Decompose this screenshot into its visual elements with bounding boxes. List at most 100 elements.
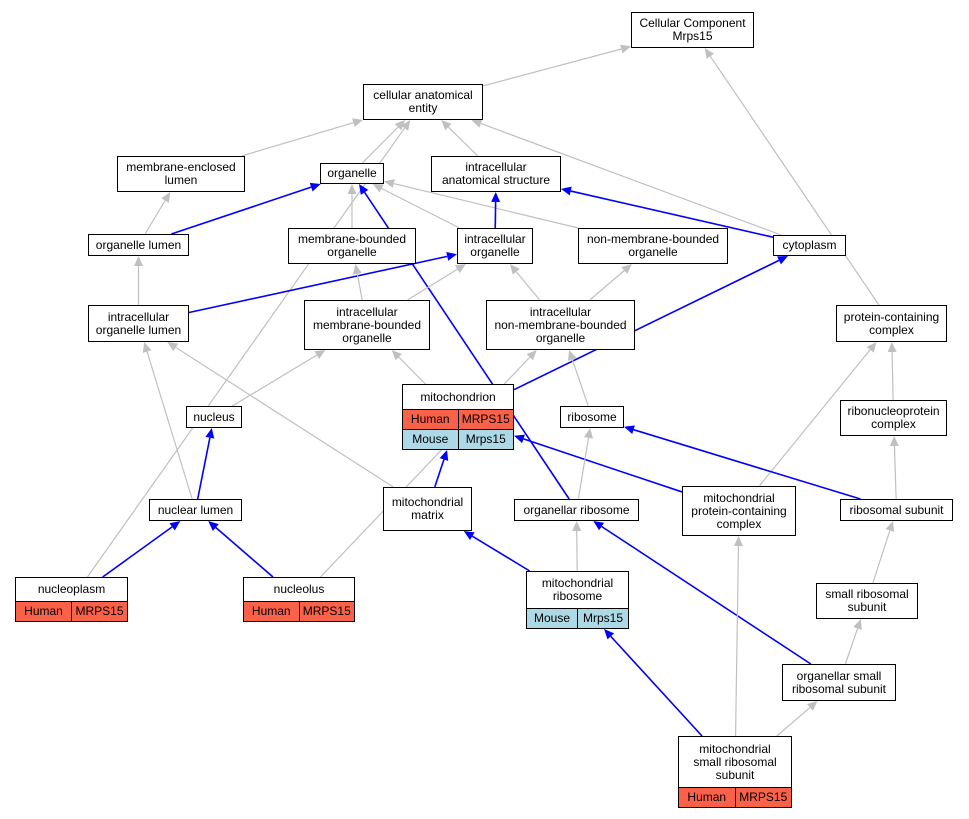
arrowhead-icon xyxy=(491,192,501,203)
edge-mito-to-imbo xyxy=(391,350,426,385)
node-ribosomal-subunit[interactable]: ribosomal subunit xyxy=(840,499,953,521)
edge-nucleus-to-imbo xyxy=(231,350,326,407)
edge-inmbo-to-nmbo xyxy=(589,264,632,301)
node-membrane-bounded-organelle[interactable]: membrane-bounded organelle xyxy=(288,228,416,264)
node-mitochondrial-small-ribosomal-subunit[interactable]: mitochondrial small ribosomal subunit Hu… xyxy=(678,736,792,808)
species-cell: Human xyxy=(403,410,458,429)
edge-line xyxy=(196,437,211,500)
node-organellar-ribosome[interactable]: organellar ribosome xyxy=(514,499,639,521)
node-ribonucleoprotein-complex[interactable]: ribonucleoprotein complex xyxy=(840,400,947,436)
edge-line xyxy=(480,122,782,236)
edge-line xyxy=(102,526,173,578)
node-protein-containing-complex[interactable]: protein-containing complex xyxy=(836,305,947,342)
arrowhead-icon xyxy=(624,425,635,434)
node-organelle[interactable]: organelle xyxy=(320,163,384,184)
edge-line xyxy=(709,55,880,306)
node-label: mitochondrial protein-containing complex xyxy=(691,490,787,531)
arrowhead-icon xyxy=(391,350,402,361)
edge-pcc-to-root xyxy=(704,48,880,306)
arrowhead-icon xyxy=(347,184,357,194)
node-intracellular-anatomical-structure[interactable]: intracellular anatomical structure xyxy=(431,156,561,192)
edge-mel-to-cae xyxy=(241,118,363,157)
arrowhead-icon xyxy=(621,264,632,274)
species-cell: Human xyxy=(16,602,71,621)
node-nucleoplasm[interactable]: nucleoplasm Human MRPS15 xyxy=(15,577,128,622)
edge-line xyxy=(610,635,703,737)
node-label: nuclear lumen xyxy=(157,502,234,517)
edge-nuclum-to-nucleus xyxy=(196,428,215,500)
node-label: ribonucleoprotein complex xyxy=(847,404,940,431)
arrowhead-icon xyxy=(584,428,593,439)
edge-line xyxy=(434,459,445,488)
node-label: intracellular organelle xyxy=(464,232,526,259)
arrowhead-icon xyxy=(400,120,411,131)
edge-line xyxy=(523,438,683,493)
edge-line xyxy=(171,186,312,235)
edge-mribo-to-orgribo xyxy=(572,521,582,572)
edge-msrs-to-osrs xyxy=(776,701,818,737)
node-nuclear-lumen[interactable]: nuclear lumen xyxy=(149,499,242,521)
node-label: non-membrane-bounded organelle xyxy=(586,232,720,259)
node-cytoplasm[interactable]: cytoplasm xyxy=(773,235,846,256)
edge-nplasm-to-nuclum xyxy=(102,521,181,578)
node-mitochondrial-protein-containing-complex[interactable]: mitochondrial protein-containing complex xyxy=(682,486,796,536)
node-membrane-enclosed-lumen[interactable]: membrane-enclosed lumen xyxy=(117,156,245,192)
arrowhead-icon xyxy=(359,184,369,195)
edge-ribo-to-inmbo xyxy=(568,350,589,407)
node-intracellular-organelle-lumen[interactable]: intracellular organelle lumen xyxy=(88,305,189,342)
arrowhead-icon xyxy=(309,182,321,192)
arrowhead-icon xyxy=(568,350,577,361)
node-label: organelle lumen xyxy=(95,237,182,252)
edge-orglum-to-mel xyxy=(144,192,171,235)
node-intracellular-membrane-bounded-organelle[interactable]: intracellular membrane-bounded organelle xyxy=(304,300,430,350)
edge-msrs-to-mpcc xyxy=(733,536,743,737)
edge-rsub-to-rnp xyxy=(889,436,899,500)
arrowhead-icon xyxy=(620,44,631,54)
edge-line xyxy=(872,530,891,584)
edge-io-to-org xyxy=(372,184,460,229)
node-label: mitochondrial small ribosomal subunit xyxy=(693,741,777,782)
edge-mmat-to-mito xyxy=(434,450,449,488)
node-mitochondrial-matrix[interactable]: mitochondrial matrix xyxy=(383,487,472,531)
edge-iol-to-orglum xyxy=(134,256,143,305)
species-cell: Mouse xyxy=(403,430,458,449)
node-intracellular-organelle[interactable]: intracellular organelle xyxy=(457,228,533,264)
edge-msrs-to-mribo xyxy=(604,629,703,737)
arrowhead-icon xyxy=(205,428,215,439)
edge-line xyxy=(891,351,894,401)
node-non-membrane-bounded-organelle[interactable]: non-membrane-bounded organelle xyxy=(578,228,728,264)
node-small-ribosomal-subunit[interactable]: small ribosomal subunit xyxy=(816,583,918,619)
edge-line xyxy=(393,182,579,229)
node-ribosome[interactable]: ribosome xyxy=(560,406,624,428)
edge-org-to-cae xyxy=(362,120,406,164)
arrowhead-icon xyxy=(885,521,895,532)
node-label: nucleoplasm xyxy=(37,582,106,596)
edge-mpcc-to-pcc xyxy=(758,342,877,487)
arrowhead-icon xyxy=(167,342,179,352)
node-cellular-anatomical-entity[interactable]: cellular anatomical entity xyxy=(363,84,483,120)
node-mitochondrion[interactable]: mitochondrion Human MRPS15 Mouse Mrps15 xyxy=(402,384,514,450)
arrowhead-icon xyxy=(441,120,452,131)
node-nucleolus[interactable]: nucleolus Human MRPS15 xyxy=(243,577,355,622)
arrowhead-icon xyxy=(514,434,525,444)
node-label: membrane-enclosed lumen xyxy=(126,160,236,187)
arrowhead-icon xyxy=(454,264,466,274)
arrowhead-icon xyxy=(352,264,362,275)
node-organelle-lumen[interactable]: organelle lumen xyxy=(88,234,189,256)
node-nucleus[interactable]: nucleus xyxy=(186,406,242,428)
edge-line xyxy=(447,126,479,157)
node-organellar-small-ribosomal-subunit[interactable]: organellar small ribosomal subunit xyxy=(782,664,896,701)
edge-orglum-to-org xyxy=(171,182,321,235)
edge-line xyxy=(471,535,531,572)
node-mitochondrial-ribosome[interactable]: mitochondrial ribosome Mouse Mrps15 xyxy=(526,571,629,629)
node-cellular-component-mrps15[interactable]: Cellular Component Mrps15 xyxy=(631,12,754,48)
node-label: intracellular non-membrane-bounded organ… xyxy=(494,304,627,345)
edge-io-to-ias xyxy=(491,192,501,229)
arrowhead-icon xyxy=(889,436,899,447)
edge-line xyxy=(758,349,871,487)
edge-line xyxy=(570,190,774,238)
edge-rnp-to-pcc xyxy=(887,342,897,401)
edge-line xyxy=(515,271,541,301)
node-intracellular-non-membrane-bounded-organelle[interactable]: intracellular non-membrane-bounded organ… xyxy=(486,300,635,350)
edge-rsub-to-ribo xyxy=(624,425,861,500)
